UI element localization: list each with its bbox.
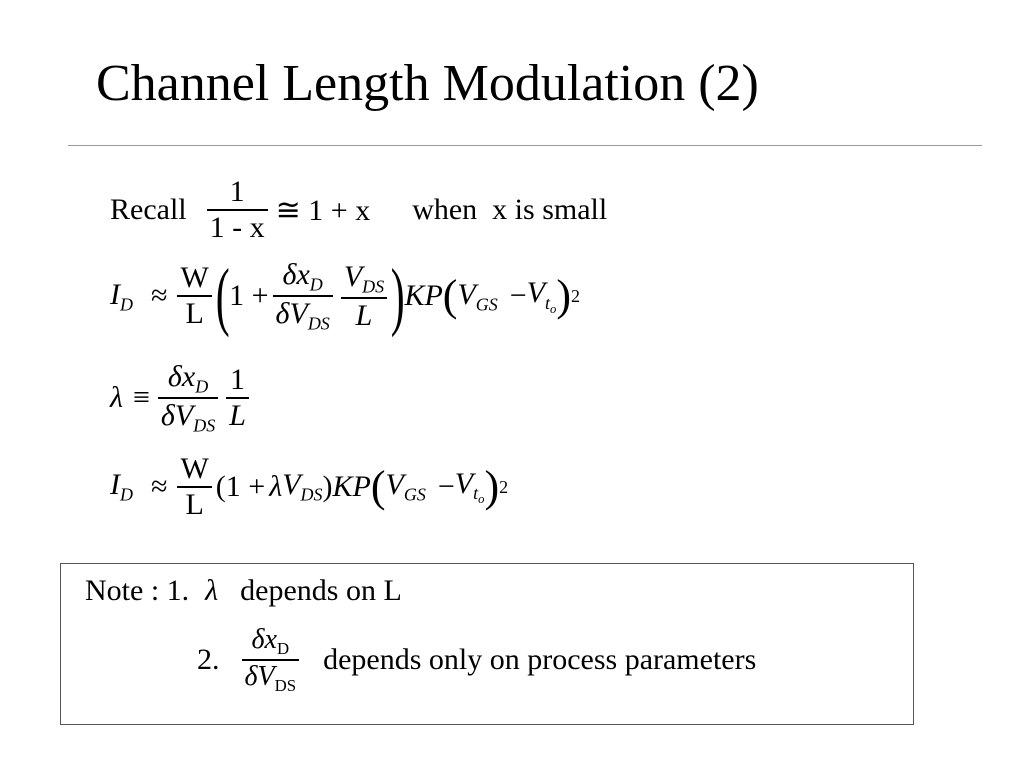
dx-over-dv-fraction: δxD δVDS [272,258,333,335]
note-box: Note : 1. λ depends on L 2. δxD δVDS dep… [60,563,914,725]
recall-fraction: 1 1 - x [206,175,268,245]
recall-rhs: ≅ 1 + x [275,193,371,227]
dx-over-dv-fraction: δxD δVDS [241,624,300,696]
id-symbol: ID [110,277,133,314]
left-paren: ( [215,254,230,339]
recall-denominator: 1 - x [209,211,265,244]
dx-over-dv-fraction: δxD δVDS [157,360,219,437]
vto-symbol: Vto [526,276,557,316]
vds-over-l-fraction: VDS L [340,260,388,333]
approx-symbol: ≈ [151,279,168,313]
note-item-1: Note : 1. λ depends on L [85,574,402,607]
square-exponent: 2 [571,285,580,306]
recall-label: Recall [110,193,187,226]
note-item-2: 2. δxD δVDS depends only on process para… [197,624,757,696]
recall-condition: when x is small [412,193,608,226]
drain-current-equation-full: ID ≈ W L ( 1 + δxD δVDS VDS L ) KP ( VGS… [110,254,580,339]
title-divider [68,145,982,146]
w-over-l-fraction: W L [177,452,212,522]
recall-equation: Recall 1 1 - x ≅ 1 + x when x is small [110,175,607,245]
fraction-bar [206,209,268,211]
recall-numerator: 1 [229,175,245,208]
right-paren: ) [390,254,405,339]
id-symbol: ID [110,468,133,505]
slide-title: Channel Length Modulation (2) [96,55,759,112]
vgs-symbol: VGS [457,277,498,314]
one-over-l-fraction: 1 L [226,363,249,433]
kp-symbol: KP [404,279,443,313]
lambda-definition: λ ≡ δxD δVDS 1 L [110,360,253,437]
lambda-symbol: λ [110,381,123,415]
drain-current-equation-lambda: ID ≈ W L (1 + λ VDS ) KP ( VGS − Vto ) 2 [110,452,509,522]
w-over-l-fraction: W L [177,261,212,331]
lambda-symbol: λ [205,574,219,607]
